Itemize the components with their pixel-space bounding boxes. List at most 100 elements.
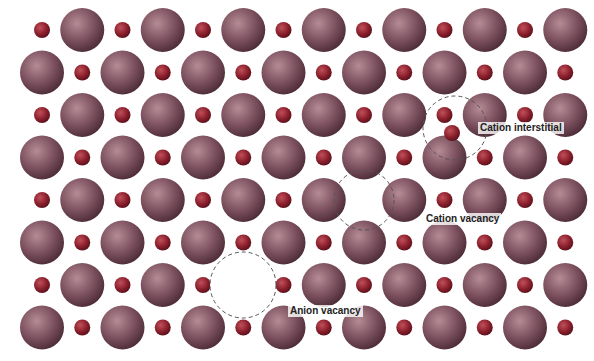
- cation-sphere: [517, 107, 533, 123]
- cation-sphere: [195, 107, 211, 123]
- cation-sphere: [34, 22, 50, 38]
- cation-sphere: [115, 192, 131, 208]
- cation-sphere: [276, 192, 292, 208]
- anion-sphere: [20, 136, 64, 180]
- cation-sphere: [437, 22, 453, 38]
- cation-sphere: [155, 65, 171, 81]
- cation-sphere: [437, 107, 453, 123]
- anion-sphere: [101, 136, 145, 180]
- anion-sphere: [181, 51, 225, 95]
- cation-sphere: [115, 107, 131, 123]
- anion-sphere: [302, 93, 346, 137]
- cation-sphere: [356, 277, 372, 293]
- cation-sphere: [115, 22, 131, 38]
- anion-sphere: [221, 178, 265, 222]
- cation-sphere: [356, 22, 372, 38]
- anion-sphere: [20, 306, 64, 350]
- cation-sphere: [396, 150, 412, 166]
- cation-sphere: [477, 150, 493, 166]
- anion-sphere: [503, 306, 547, 350]
- anion-sphere: [221, 93, 265, 137]
- anion-sphere: [181, 136, 225, 180]
- cation-sphere: [195, 277, 211, 293]
- anion-sphere: [20, 51, 64, 95]
- cation-sphere: [396, 235, 412, 251]
- cation-sphere: [437, 277, 453, 293]
- defect-outline: [334, 170, 394, 230]
- cation-sphere: [316, 320, 332, 336]
- cation-sphere: [557, 320, 573, 336]
- cation-sphere: [396, 65, 412, 81]
- anion-sphere: [342, 221, 386, 265]
- anion-sphere: [60, 178, 104, 222]
- cation-sphere: [276, 277, 292, 293]
- anion-sphere: [60, 8, 104, 52]
- anion-sphere: [141, 178, 185, 222]
- cation-sphere: [115, 277, 131, 293]
- anion-sphere: [423, 221, 467, 265]
- anion-sphere: [382, 263, 426, 307]
- anion-sphere: [342, 51, 386, 95]
- anion-sphere: [503, 221, 547, 265]
- cation-sphere: [316, 150, 332, 166]
- anion-sphere: [221, 8, 265, 52]
- defect-label: Cation vacancy: [424, 213, 501, 225]
- cation-sphere: [517, 277, 533, 293]
- anion-sphere: [302, 263, 346, 307]
- cation-sphere: [235, 65, 251, 81]
- anion-sphere: [101, 221, 145, 265]
- anion-sphere: [181, 221, 225, 265]
- cation-sphere: [316, 65, 332, 81]
- cation-sphere: [477, 65, 493, 81]
- cation-sphere: [235, 150, 251, 166]
- cation-sphere: [316, 235, 332, 251]
- cation-sphere: [74, 235, 90, 251]
- cation-sphere: [517, 192, 533, 208]
- cation-sphere: [276, 107, 292, 123]
- anion-sphere: [20, 221, 64, 265]
- cation-sphere: [235, 320, 251, 336]
- cation-sphere: [477, 235, 493, 251]
- anion-sphere: [262, 221, 306, 265]
- cation-sphere: [155, 235, 171, 251]
- cation-sphere: [74, 65, 90, 81]
- anion-sphere: [382, 178, 426, 222]
- cation-sphere: [235, 235, 251, 251]
- anion-sphere: [342, 136, 386, 180]
- anion-sphere: [543, 263, 587, 307]
- anion-sphere: [543, 178, 587, 222]
- defect-label: Cation interstitial: [478, 122, 564, 134]
- cation-sphere: [34, 192, 50, 208]
- interstitial-cation: [444, 125, 460, 141]
- cation-sphere: [74, 320, 90, 336]
- anion-sphere: [543, 8, 587, 52]
- anion-sphere: [60, 93, 104, 137]
- anion-sphere: [181, 306, 225, 350]
- anion-sphere: [60, 263, 104, 307]
- anion-sphere: [423, 51, 467, 95]
- anion-sphere: [262, 136, 306, 180]
- anion-sphere: [382, 93, 426, 137]
- cation-sphere: [437, 192, 453, 208]
- cation-sphere: [155, 320, 171, 336]
- anion-sphere: [141, 93, 185, 137]
- anion-sphere: [101, 306, 145, 350]
- defect-label: Anion vacancy: [288, 305, 363, 317]
- cation-sphere: [155, 150, 171, 166]
- cation-sphere: [74, 150, 90, 166]
- anion-sphere: [101, 51, 145, 95]
- cation-sphere: [195, 192, 211, 208]
- cation-sphere: [517, 22, 533, 38]
- anion-sphere: [141, 263, 185, 307]
- anion-sphere: [302, 8, 346, 52]
- anion-sphere: [423, 306, 467, 350]
- cation-sphere: [34, 277, 50, 293]
- anion-sphere: [463, 263, 507, 307]
- anion-sphere: [262, 51, 306, 95]
- cation-sphere: [34, 107, 50, 123]
- anion-sphere: [382, 8, 426, 52]
- anion-sphere: [423, 136, 467, 180]
- cation-sphere: [557, 65, 573, 81]
- defect-outline: [210, 252, 276, 318]
- cation-sphere: [477, 320, 493, 336]
